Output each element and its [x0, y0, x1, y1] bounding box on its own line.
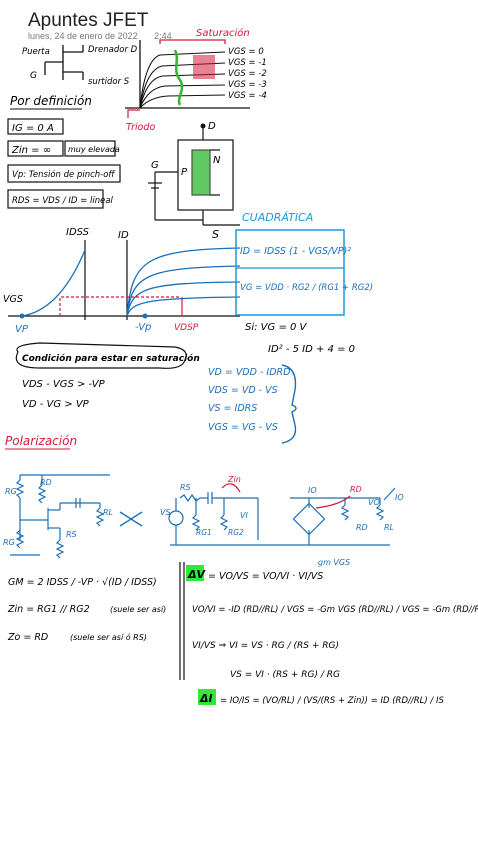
page-time: 2:44	[154, 31, 172, 41]
structure-d: D	[208, 121, 216, 132]
transfer-neg-vp: -Vp	[135, 322, 151, 333]
symbol-surtidor: surtidor S	[88, 77, 130, 87]
malla-e3: VS = IDRS	[208, 403, 257, 414]
formula-zo-note: (suele ser así ó RS)	[70, 632, 147, 642]
ss-rl: RL	[384, 523, 394, 532]
gain-av-eq: = VO/VS = VO/VI · VI/VS	[208, 571, 323, 582]
symbol-puerta: Puerta	[22, 47, 50, 57]
cuadratica-box	[235, 229, 345, 316]
formula-zo: Zo = RD	[7, 632, 48, 643]
saturacion-c2: VD - VG > VP	[22, 399, 90, 410]
transfer-idss: IDSS	[66, 227, 90, 238]
transform-arrows	[119, 511, 143, 527]
gain-vi-vs: VI/VS ⇒ VI = VS · RG / (RS + RG)	[192, 641, 339, 651]
ai-highlight	[198, 689, 216, 705]
vgs-label-2: VGS = -2	[228, 69, 267, 79]
saturacion-label: Saturación	[196, 27, 250, 39]
cuadratica-eq1: ID = IDSS (1 - VGS/VP)²	[240, 246, 351, 257]
formula-zin-note: (suele ser así)	[110, 605, 166, 614]
definicion-vp: Vp: Tensión de pinch-off	[12, 169, 115, 180]
av-highlight	[186, 565, 204, 581]
saturacion-heading: Condición para estar en saturación	[22, 353, 200, 364]
transfer-vdsp: VDSP	[174, 323, 199, 333]
bias-rd: RD	[40, 478, 52, 487]
ss-rs: RS	[180, 483, 191, 492]
vgs-label-0: VGS = 0	[228, 47, 264, 57]
gain-ai-label: ΔI	[199, 692, 213, 705]
output-curves	[125, 39, 250, 118]
ss-rg1: RG1	[196, 528, 212, 537]
structure-s: S	[212, 228, 219, 241]
definicion-zin-note: muy elevada	[68, 145, 120, 154]
transfer-vp: VP	[15, 324, 29, 335]
ss-rd: RD	[356, 523, 368, 532]
vgs-label-1: VGS = -1	[228, 58, 267, 68]
small-signal-circuit	[168, 487, 396, 546]
gain-ai-eq: = IO/IS = (VO/RL) / (VS/(RS + Zin)) = ID…	[220, 696, 444, 706]
definicion-heading: Por definición	[10, 94, 92, 108]
si-line1: Si: VG = 0 V	[245, 322, 308, 333]
cuadratica-heading: CUADRÁTICA	[242, 211, 313, 224]
bias-circuit	[10, 474, 110, 559]
ss-rd-red: RD	[350, 485, 362, 494]
gain-vs-eq: VS = VI · (RS + RG) / RG	[230, 670, 340, 680]
si-line2: ID² - 5 ID + 4 = 0	[268, 344, 355, 355]
symbol-drenador: Drenador D	[88, 45, 138, 55]
ss-rg2: RG2	[228, 528, 244, 537]
symbol-g: G	[30, 71, 37, 81]
definicion-ig: IG = 0 A	[12, 123, 54, 134]
transfer-vgs: VGS	[3, 294, 23, 305]
jfet-structure	[148, 127, 240, 226]
transfer-graphs	[8, 240, 241, 320]
formula-gm: GM = 2 IDSS / -VP · √(ID / IDSS)	[8, 577, 157, 588]
triodo-label: Triodo	[126, 122, 155, 133]
page-meta: lunes, 24 de enero de 2022 2:44	[28, 31, 186, 41]
ss-vo: VO	[368, 498, 380, 507]
structure-g: G	[151, 160, 159, 171]
malla-e4: VGS = VG - VS	[208, 422, 278, 433]
bias-rs: RS	[66, 530, 77, 539]
polarizacion-heading: Polarización	[5, 434, 77, 448]
malla-e1: VD = VDD - IDRD	[208, 367, 290, 378]
definicion-zin: Zin = ∞	[11, 145, 51, 156]
cuadratica-eq2: VG = VDD · RG2 / (RG1 + RG2)	[240, 283, 373, 293]
bias-rg1: RG	[5, 487, 17, 496]
bias-rl: RL	[103, 508, 113, 517]
structure-n: N	[213, 155, 221, 166]
definicion-rds: RDS = VDS / ID = lineal	[12, 196, 114, 206]
ss-io-right: IO	[395, 493, 404, 502]
ss-gmvgs: gm VGS	[318, 558, 350, 567]
ss-zin: Zin	[227, 475, 241, 484]
ss-io-left: IO	[308, 486, 317, 495]
vgs-label-3: VGS = -3	[228, 80, 267, 90]
formula-zin: Zin = RG1 // RG2	[7, 604, 90, 615]
gain-vo-vi: VO/VI = -ID (RD//RL) / VGS = -Gm VGS (RD…	[192, 605, 478, 615]
page-title: Apuntes JFET	[28, 10, 149, 31]
vgs-label-4: VGS = -4	[228, 91, 267, 101]
bias-rg2: RG	[3, 538, 15, 547]
transfer-id: ID	[118, 230, 129, 241]
ss-vi: VI	[240, 511, 248, 520]
page-date: lunes, 24 de enero de 2022	[28, 31, 138, 41]
gain-av-label: ΔV	[187, 568, 207, 581]
malla-e2: VDS = VD - VS	[208, 385, 278, 396]
ss-vs: VS	[160, 508, 171, 517]
structure-p: P	[181, 167, 188, 178]
jfet-symbol	[44, 45, 84, 80]
saturacion-c1: VDS - VGS > -VP	[22, 379, 106, 390]
